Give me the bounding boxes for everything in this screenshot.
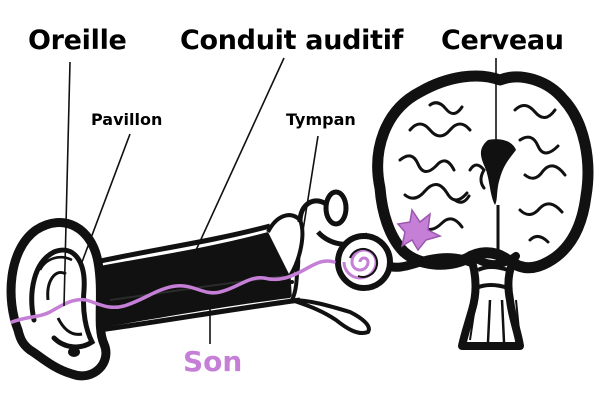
brain-ventricle: [480, 139, 516, 205]
label-cerveau: Cerveau: [441, 25, 564, 56]
sound-wave: [10, 259, 336, 324]
eardrum: [286, 230, 371, 335]
label-tympan: Tympan: [286, 110, 356, 129]
label-conduit-auditif: Conduit auditif: [180, 25, 404, 56]
ear-canal: [90, 229, 301, 328]
leader-lines: [63, 57, 497, 344]
auditory-cortex: [396, 208, 443, 252]
cochlea-icon: [335, 233, 393, 291]
pinna: [6, 218, 111, 381]
label-oreille: Oreille: [28, 25, 127, 56]
outer-ear-icon: [6, 218, 111, 381]
label-son: Son: [183, 345, 243, 378]
brain-icon: [372, 70, 594, 350]
label-pavillon: Pavillon: [91, 110, 163, 129]
